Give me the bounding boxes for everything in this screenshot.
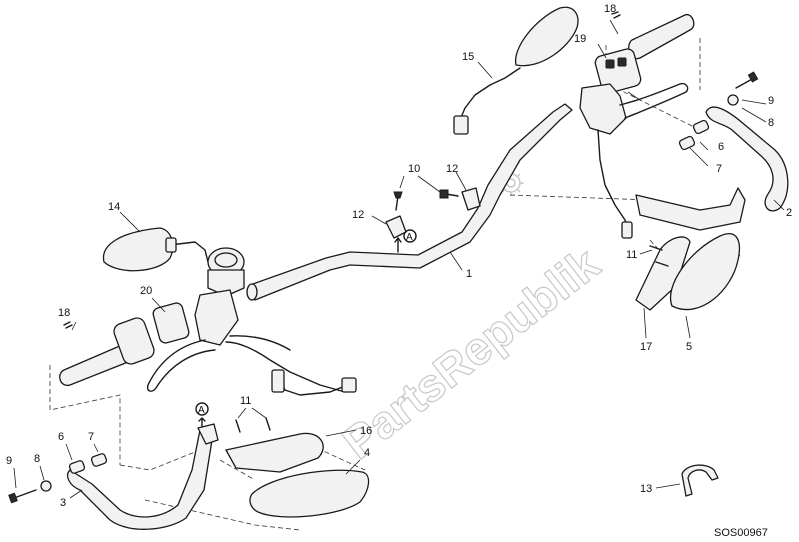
- left-grip: [59, 317, 155, 387]
- left-washer-8: [39, 465, 52, 492]
- callout-6-right: 6: [718, 141, 724, 153]
- clamp-12-right: [455, 171, 481, 211]
- handlebar: [246, 103, 573, 301]
- callout-15: 15: [462, 51, 474, 63]
- left-deflector-16: [225, 429, 357, 473]
- callout-12-right: 12: [446, 163, 458, 175]
- right-spacer-7: [678, 135, 696, 151]
- callout-18-right: 18: [604, 3, 616, 15]
- right-spacer-6: [692, 119, 710, 135]
- reference-mark-a-label-lower: A: [198, 405, 205, 416]
- callout-14: 14: [108, 201, 120, 213]
- left-screws-11: [235, 407, 271, 433]
- clamp-screw-10: [393, 175, 459, 211]
- right-bolt-9: [735, 71, 759, 89]
- right-shield-5: [669, 233, 741, 311]
- right-screws-11: [639, 245, 669, 267]
- clamp-12-left: [371, 215, 407, 239]
- right-grip: [609, 11, 695, 60]
- cable-clip-13: [655, 464, 719, 497]
- callout-19: 19: [574, 33, 586, 45]
- right-washer-8: [727, 94, 739, 106]
- left-wiring: [271, 369, 357, 396]
- callout-12-left: 12: [352, 209, 364, 221]
- left-mirror: [102, 211, 213, 273]
- misc-leaders: [627, 91, 785, 339]
- callout-9-right: 9: [768, 95, 774, 107]
- callout-20: 20: [140, 285, 152, 297]
- callout-7-right: 7: [716, 163, 722, 175]
- callout-18-left: 18: [58, 307, 70, 319]
- left-switch-housing: [151, 297, 190, 344]
- assembly-dashed-lines: [49, 38, 741, 531]
- callout-11-left: 11: [240, 395, 251, 407]
- right-lever-assembly: [579, 82, 689, 239]
- callout-6-left: 6: [58, 431, 64, 443]
- reference-mark-a-label: A: [406, 232, 413, 243]
- left-master-cylinder: [146, 247, 346, 393]
- reference-mark-a-lower: A: [195, 402, 209, 427]
- callout-2: 2: [786, 207, 792, 219]
- callout-8-right: 8: [768, 117, 774, 129]
- reference-mark-a-upper: A: [394, 229, 417, 253]
- callout-5: 5: [686, 341, 692, 353]
- callout-11-right: 11: [626, 249, 637, 261]
- callout-labels: 1 2 3 4 5 6 6 7 7 8 8 9 9 10 11 11 12 12…: [6, 3, 792, 509]
- callout-16: 16: [360, 425, 372, 437]
- left-spacer-7: [90, 443, 108, 467]
- callout-9-left: 9: [6, 455, 12, 467]
- watermark: PartsRepublik: [332, 170, 610, 469]
- right-hand-guard: [635, 106, 789, 231]
- callout-4: 4: [364, 447, 370, 459]
- callout-1: 1: [466, 268, 472, 280]
- callout-3: 3: [60, 497, 66, 509]
- left-shield-4: [249, 459, 370, 518]
- left-bolt-9: [8, 467, 37, 504]
- left-hand-guard: [66, 423, 219, 530]
- callout-13: 13: [640, 483, 652, 495]
- callout-8-left: 8: [34, 453, 40, 465]
- left-spacer-6: [65, 443, 86, 474]
- callout-7-left: 7: [88, 431, 94, 443]
- callout-10: 10: [408, 163, 420, 175]
- right-mirror: [453, 6, 579, 135]
- drawing-code: SOS00967: [714, 527, 768, 539]
- right-switch-housing: [594, 43, 642, 94]
- callout-17: 17: [640, 341, 652, 353]
